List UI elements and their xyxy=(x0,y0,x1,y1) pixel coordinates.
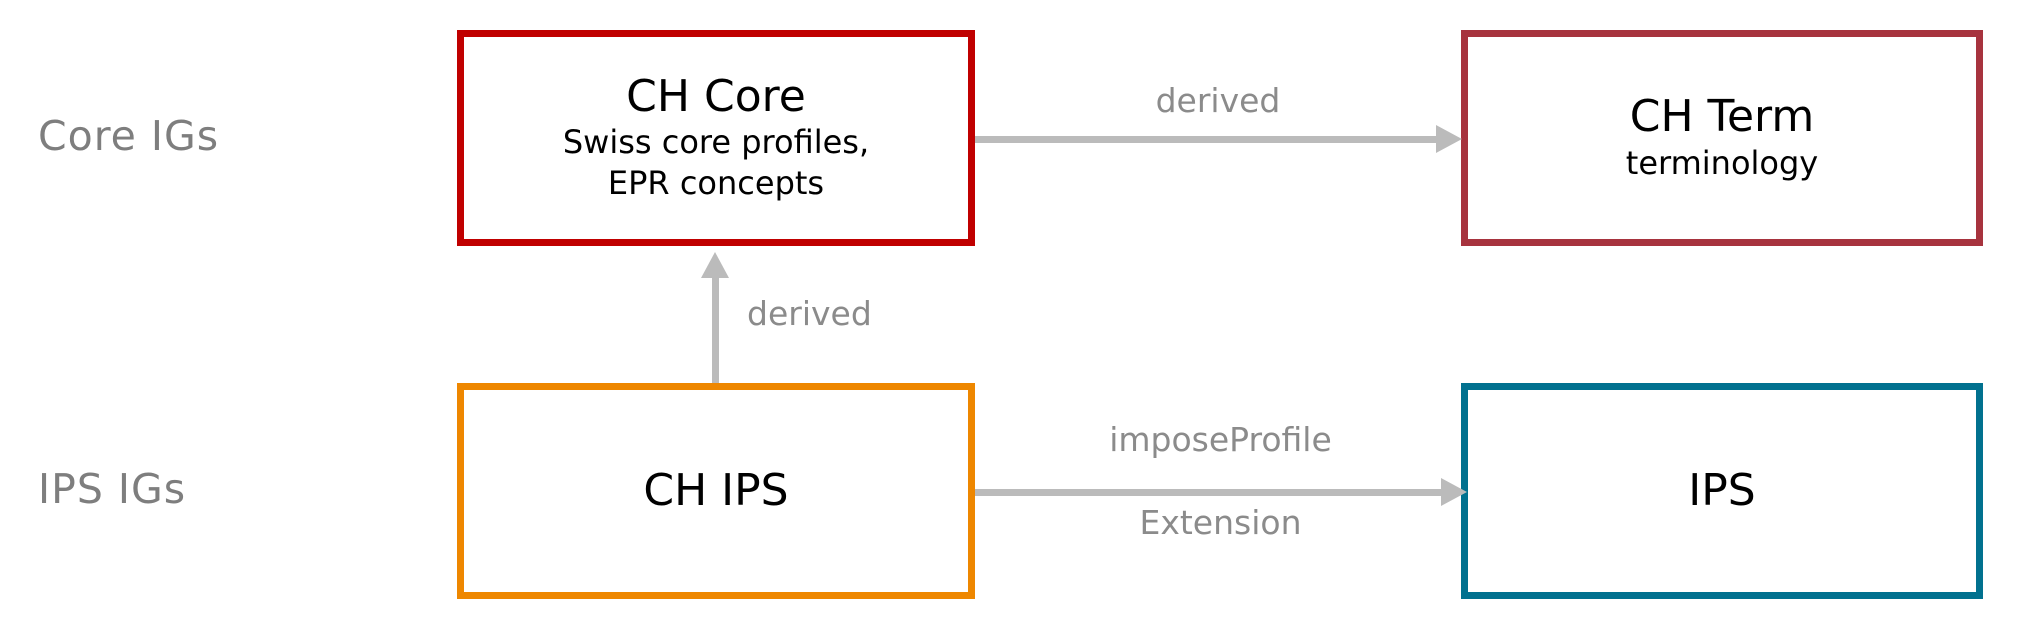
box-ch-core-subtitle-line2: EPR concepts xyxy=(607,164,825,203)
arrow-impose-label: imposeProfile Extension xyxy=(975,378,1466,543)
box-ch-core-subtitle-line1: Swiss core profiles, xyxy=(562,123,870,162)
row-label-core-igs: Core IGs xyxy=(38,112,220,160)
box-ch-ips: CH IPS xyxy=(457,383,975,599)
box-ch-core-title: CH Core xyxy=(626,70,806,122)
box-ips: IPS xyxy=(1461,383,1983,599)
box-ips-title: IPS xyxy=(1688,464,1756,516)
box-ch-term-subtitle: terminology xyxy=(1625,143,1819,182)
arrow-up-icon xyxy=(701,252,729,278)
box-ch-term-title: CH Term xyxy=(1629,91,1815,143)
arrow-impose-shaft xyxy=(975,489,1442,496)
arrow-impose-label-line1: imposeProfile xyxy=(1109,420,1332,460)
arrow-derived-top-shaft xyxy=(975,136,1437,143)
arrow-derived-mid-label: derived xyxy=(747,294,872,333)
arrow-right-icon xyxy=(1441,478,1467,506)
arrow-derived-top-label: derived xyxy=(1155,81,1281,120)
row-label-ips-igs: IPS IGs xyxy=(38,465,187,513)
box-ch-term: CH Term terminology xyxy=(1461,30,1983,246)
arrow-right-icon xyxy=(1436,125,1462,153)
arrow-derived-mid-shaft xyxy=(712,277,719,383)
box-ch-ips-title: CH IPS xyxy=(643,464,789,516)
box-ch-core: CH Core Swiss core profiles, EPR concept… xyxy=(457,30,975,246)
arrow-impose-label-line2: Extension xyxy=(1139,502,1302,542)
